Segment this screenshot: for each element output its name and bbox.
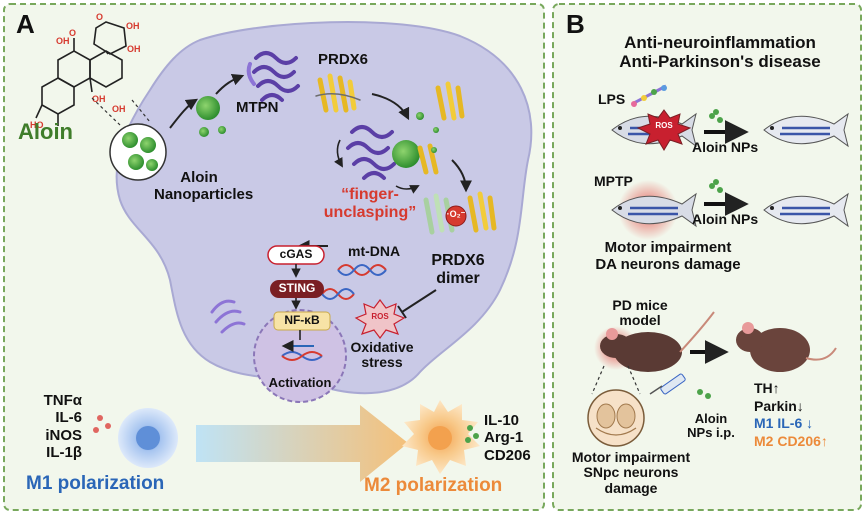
finger-unclasping-label: “finger- unclasping” [320,186,420,221]
m1-marker: IL-6 [55,409,82,427]
pd-mice-model-line-1: PD mice [612,297,668,313]
aloin-nps-ip-line-2: NPs i.p. [687,425,735,441]
mtdna-helix-icon [321,264,387,300]
zebrafish-mptp-icon [611,192,697,228]
svg-text:OH: OH [92,94,106,104]
svg-text:OH: OH [56,36,70,46]
aloin-nps-ip-label: Aloin NPs i.p. [676,411,746,441]
svg-text:OH: OH [126,21,140,31]
m1-marker: IL-1β [46,443,82,461]
mtdna-label: mt-DNA [348,243,401,259]
lps-label: LPS [598,91,626,107]
panel-b-title-line-1: Anti-neuroinflammation [624,33,816,52]
mptp-label: MPTP [594,173,633,189]
syringe-icon [649,373,686,395]
superoxide-label: ·O₂⁻ [446,209,466,219]
nfkb-label: NF-κB [284,313,320,327]
svg-text:OH: OH [127,44,141,54]
aloin-molecule-atoms: OH O O OH OH HO OH OH [30,12,141,130]
zebrafish-deficits-line-2: DA neurons damage [595,255,741,273]
outcome-th: TH↑ [754,380,780,396]
zebrafish-treated-icon-1 [763,112,849,148]
panel-b-letter: B [566,9,585,39]
pd-mice-model-line-2: model [619,312,661,329]
m1-marker: TNFα [43,392,82,409]
outcome-m2-cd206: M2 CD206↑ [754,432,828,449]
aloin-nanoparticles-line-1: Aloin [180,169,218,186]
activation-label: Activation [268,375,332,390]
prdx6-dimer-line-2: dimer [436,269,480,287]
m2-polarization-label: M2 polarization [364,475,503,496]
panel-b-title: Anti-neuroinflammation Anti-Parkinson's … [580,33,860,71]
er-organelle-icon [210,299,246,334]
brain-section-icon [587,389,645,447]
ros-burst-icon-b [636,109,692,151]
svg-text:HO: HO [30,120,44,130]
zebrafish-deficits-line-1: Motor impairment [604,239,732,256]
sting-label: STING [278,281,316,295]
treated-mouse-icon [736,322,837,372]
mice-deficits-line-2: SNpc neurons [583,464,679,481]
aloin-nanoparticles-line-2: Nanoparticles [154,185,254,203]
nucleus [253,309,347,403]
aloin-nps-ip-line-1: Aloin [694,411,728,426]
m1-markers-list: TNFα IL-6 iNOS IL-1β [20,392,82,461]
m2-markers-list: IL-10 Arg-1 CD206 [484,412,531,464]
aloin-nanoparticles-label: Aloin Nanoparticles [154,169,254,203]
polarization-arrow [196,405,408,482]
aloin-label: Aloin [18,119,73,144]
mtpn-prdx6-complex-icon [334,125,439,194]
pd-mouse-icon [600,311,715,372]
ros-label-b: ROS [655,121,673,130]
outcome-parkin: Parkin↓ [754,397,804,414]
mtpn-label: MTPN [236,99,279,116]
m1-marker: iNOS [45,426,82,444]
svg-text:O: O [96,12,103,22]
m2-marker: Arg-1 [484,429,524,447]
prdx6-protein-icon [315,73,361,113]
panel-a-letter: A [16,9,35,39]
ros-label-a: ROS [371,312,389,321]
cell-membrane [115,21,533,395]
pd-mice-model-label: PD mice model [600,297,680,329]
mice-deficits-line-1: Motor impairment [571,449,691,465]
outcome-list: TH↑ Parkin↓ M1 IL-6 ↓ M2 CD206↑ [754,380,828,450]
mice-deficits-line-3: damage [604,479,658,496]
zebrafish-deficits-label: Motor impairment DA neurons damage [580,239,756,273]
cgas-label: cGAS [279,247,313,261]
prdx6-label: PRDX6 [318,51,369,68]
aloin-molecule-structure [35,21,127,126]
aloin-nps-label-1: Aloin NPs [692,139,759,155]
mtpn-protein-icon [246,51,300,102]
prdx6-dimer-line-1: PRDX6 [431,252,485,269]
zebrafish-treated-icon-2 [763,192,849,228]
superoxide-icon [445,205,467,227]
svg-text:OH: OH [112,104,126,114]
finger-unclasping-line-2: unclasping” [323,203,417,221]
panel-b-title-line-2: Anti-Parkinson's disease [619,51,821,71]
svg-text:O: O [69,28,76,38]
ros-burst-icon [354,299,406,339]
oxidative-stress-label: Oxidative stress [346,339,418,371]
finger-unclasping-line-1: “finger- [341,186,399,203]
oxidative-stress-line-1: Oxidative [350,339,414,355]
sting-box [270,280,324,298]
lps-molecule-icon [631,84,667,107]
m2-marker: IL-10 [484,412,520,429]
nfkb-box [273,311,331,331]
prdx6-dimer-label: PRDX6 dimer [418,252,498,287]
aloin-nps-label-2: Aloin NPs [692,211,759,227]
outcome-m1-il6: M1 IL-6 ↓ [754,415,814,431]
prdx6-free-icon [435,81,465,121]
m2-marker: CD206 [484,446,531,464]
nanoparticle-icon [196,96,220,120]
oxidative-stress-line-2: stress [361,354,403,371]
mice-deficits-label: Motor impairment SNpc neurons damage [566,449,696,496]
m1-polarization-label: M1 polarization [26,473,165,494]
